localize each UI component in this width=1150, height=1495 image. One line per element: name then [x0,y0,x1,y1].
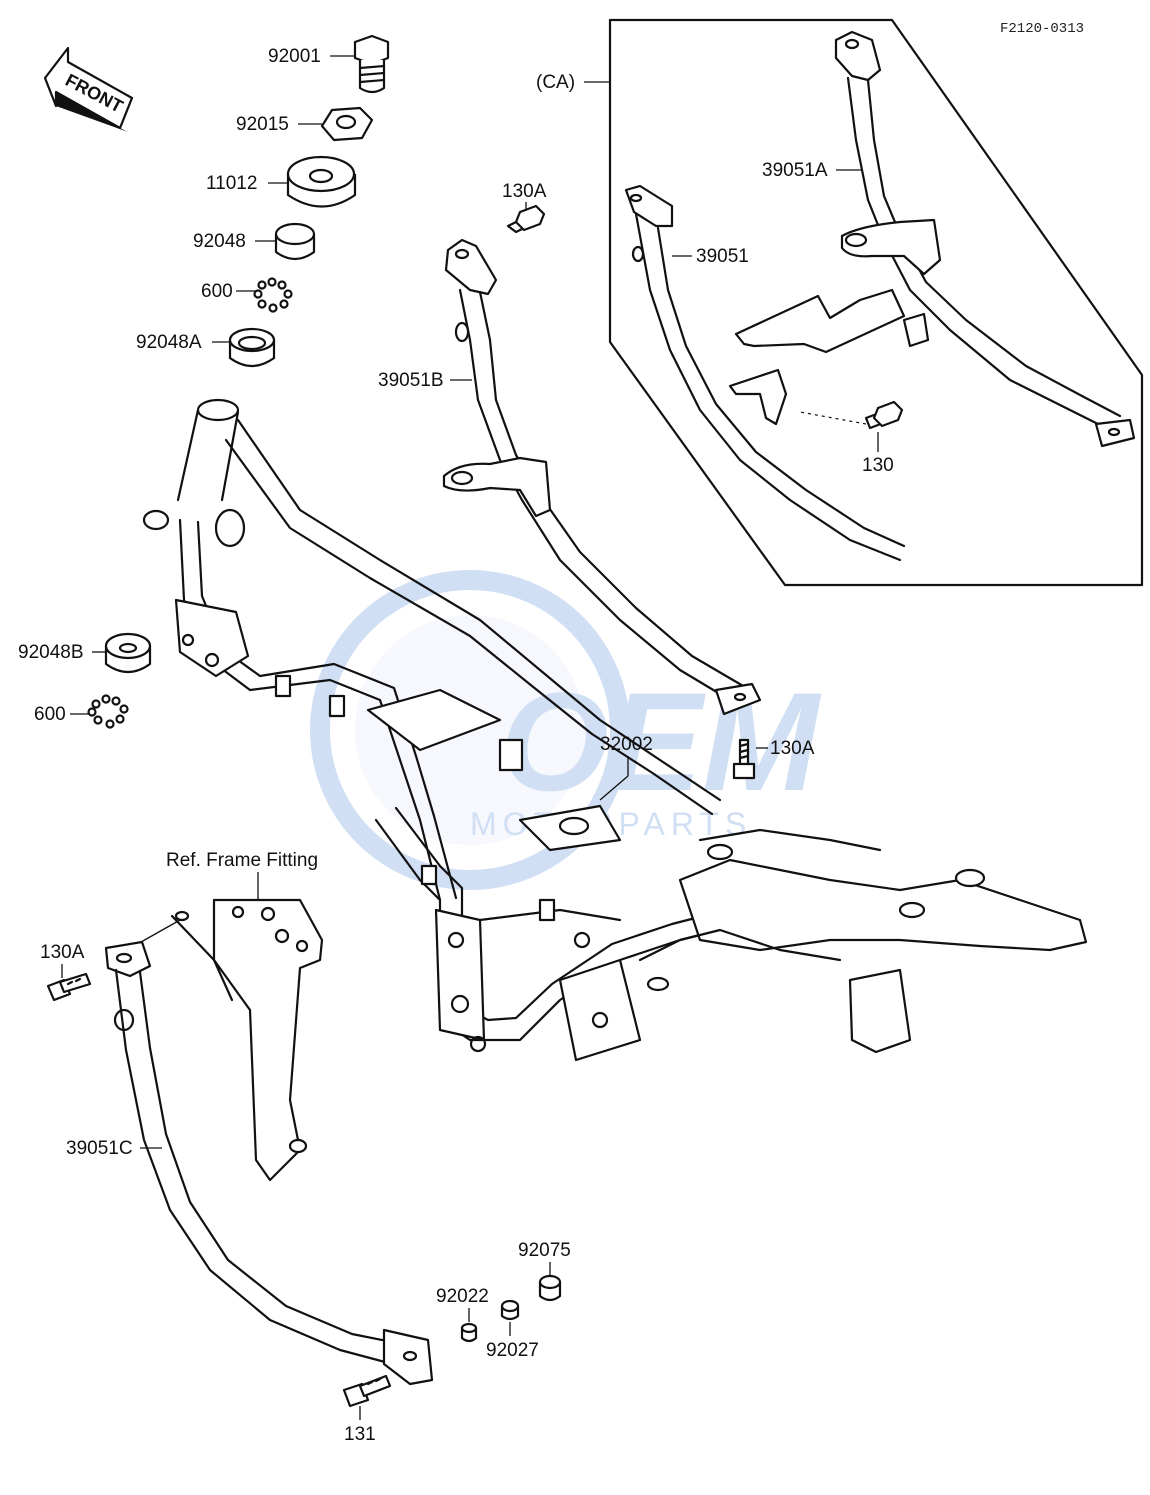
label-92048A: 92048A [136,332,202,353]
brace-39051C-icon [104,940,434,1386]
ref-frame-fitting-note: Ref. Frame Fitting [166,850,318,871]
collar-92048-icon [274,222,316,261]
ca-inset-box [608,18,1144,587]
label-92015: 92015 [236,114,289,135]
label-39051A: 39051A [762,160,828,181]
ca-group-label: (CA) [536,72,575,93]
steel-balls-600-top-icon [253,277,293,313]
diagram-code: F2120-0313 [1000,21,1084,37]
watermark-main: OEM [500,663,822,820]
label-92001: 92001 [268,46,321,67]
label-32002: 32002 [600,734,653,755]
label-11012: 11012 [206,173,257,194]
label-92075: 92075 [518,1240,571,1261]
label-92027: 92027 [486,1340,539,1361]
label-92048: 92048 [193,231,246,252]
label-92022: 92022 [436,1286,489,1307]
label-130: 130 [862,455,894,476]
brace-39051A-icon [834,30,1136,448]
collar-92048B-icon [104,632,152,674]
label-39051B: 39051B [378,370,444,391]
label-92048B: 92048B [18,642,84,663]
bolt-130-icon [799,400,904,430]
label-131: 131 [344,1424,376,1445]
nut-92015-icon [320,106,374,142]
label-39051C: 39051C [66,1138,133,1159]
bolt-130A-top-icon [506,204,546,234]
brace-39051B-icon [442,238,762,716]
label-130A-top: 130A [502,181,547,202]
bolt-130A-left-icon [46,972,92,1002]
label-130A-left: 130A [40,942,85,963]
main-frame-32002-icon [142,398,1088,1062]
frame-fitting-ref-icon [170,898,324,1182]
label-600-mid: 600 [34,704,66,725]
washer-92022-icon [460,1322,478,1343]
label-130A-right: 130A [770,738,815,759]
collar-92027-icon [500,1299,520,1321]
steel-balls-600-mid-icon [87,694,129,729]
collar-92075-icon [538,1274,562,1302]
label-39051: 39051 [696,246,749,267]
race-92048A-icon [228,327,276,368]
label-600-top: 600 [201,281,233,302]
brace-39051-icon [624,184,930,562]
bolt-92001-icon [353,34,390,94]
front-arrow-icon: FRONT [43,46,134,132]
bolt-130A-right-icon [732,738,756,780]
rubber-11012-icon [286,155,357,208]
bolt-131-icon [342,1374,392,1408]
